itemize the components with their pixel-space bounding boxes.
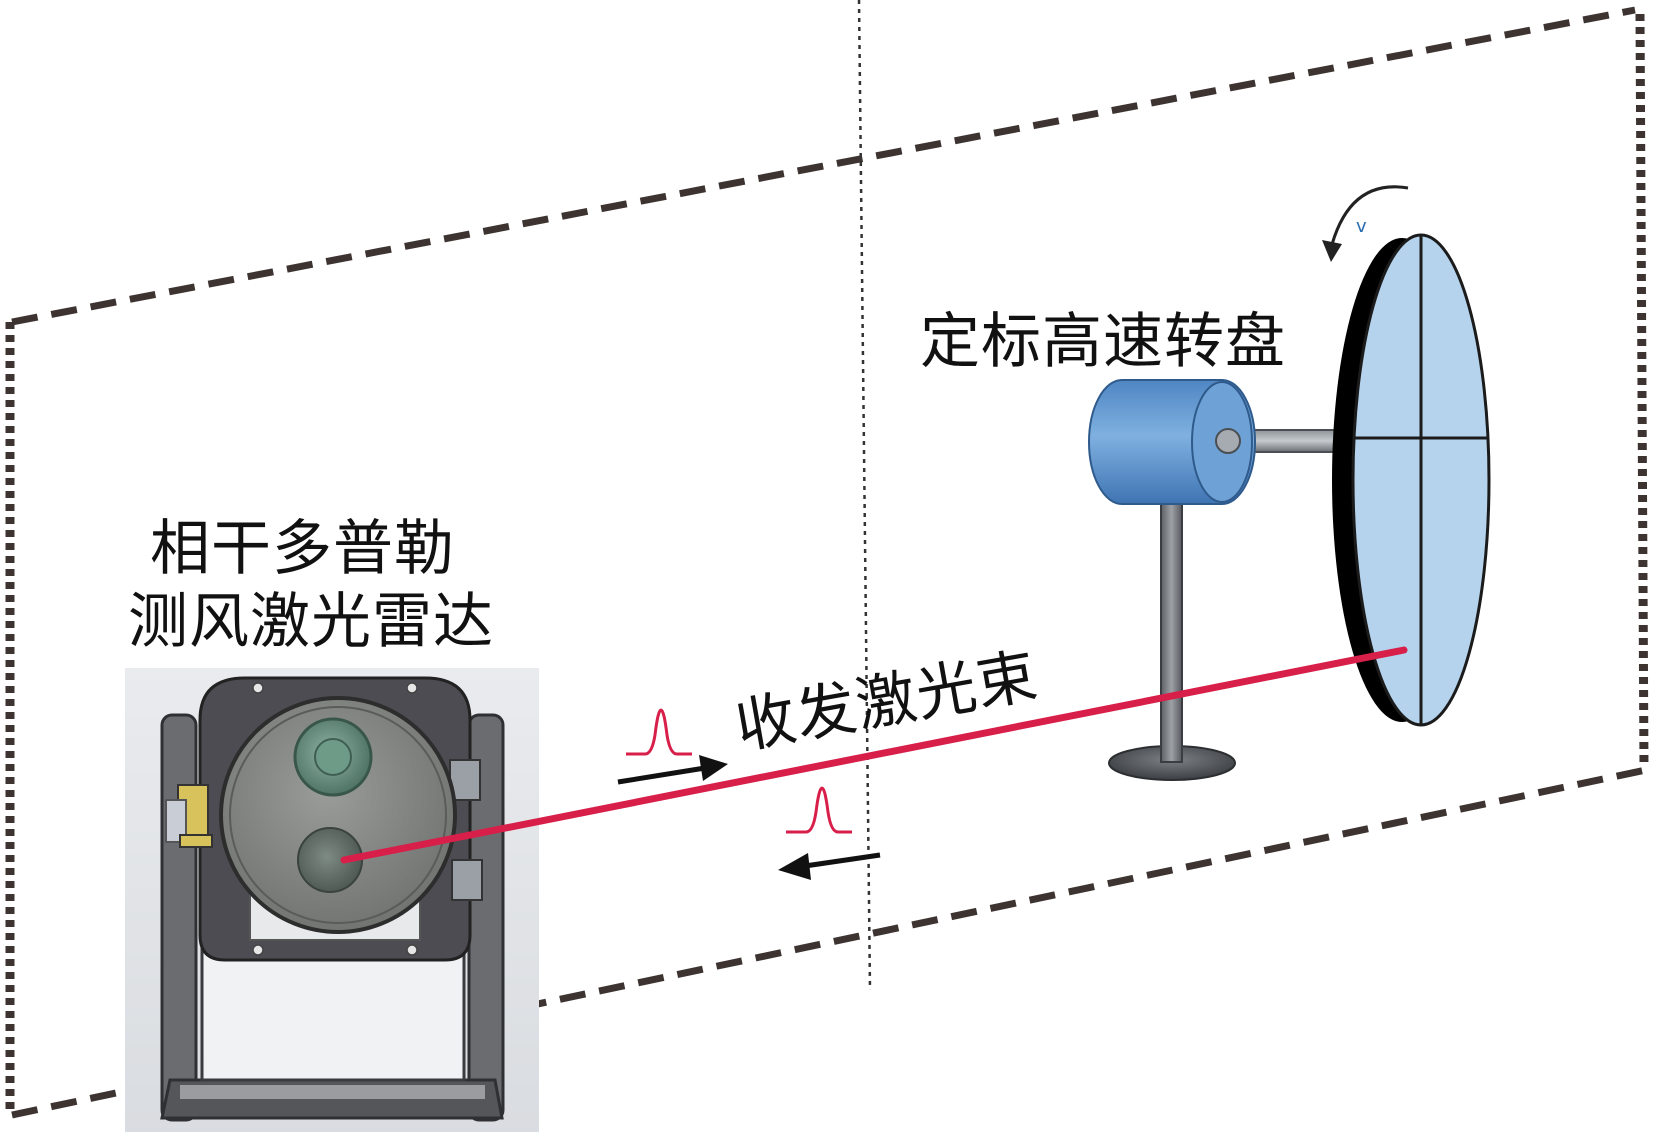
- arrow-left-icon: [778, 852, 881, 880]
- measurement-plane-frame: [5, 6, 1649, 1119]
- lidar-base-inner: [200, 938, 466, 1082]
- rotation-speed-symbol: v: [1356, 216, 1368, 237]
- lidar-right-bearing: [449, 759, 483, 901]
- calibration-turntable: [1088, 185, 1491, 781]
- lidar-drum: [219, 696, 457, 934]
- pulse-waveform-icon-return: [786, 786, 852, 834]
- lidar-base-stripe: [180, 1085, 485, 1099]
- curved-rotation-arrow-icon: [1328, 185, 1409, 253]
- turntable-stand-pole: [1160, 489, 1183, 763]
- rotation-arrow-head: [1322, 240, 1342, 262]
- lidar-bolts: [252, 682, 418, 956]
- vertical-reference-line: [857, 0, 872, 991]
- lidar-left-bearing: [165, 784, 213, 848]
- lidar-instrument: [125, 668, 539, 1132]
- pulse-waveform-icon: [626, 708, 692, 756]
- turntable-motor-hub: [1215, 428, 1241, 454]
- lidar-drum-rim: [229, 706, 447, 924]
- lidar-label-line1: 相干多普勒: [150, 514, 455, 584]
- lidar-label-line2: 测风激光雷达: [128, 587, 494, 657]
- frame-top-edge: [11, 6, 1636, 326]
- laser-beam: [340, 646, 1408, 864]
- lidar-yoke-left: [160, 713, 198, 1122]
- turntable-label: 定标高速转盘: [920, 307, 1286, 377]
- arrow-right-icon: [617, 755, 728, 785]
- frame-right-edge: [1635, 13, 1649, 769]
- lidar-upper-lens-inner: [314, 738, 352, 776]
